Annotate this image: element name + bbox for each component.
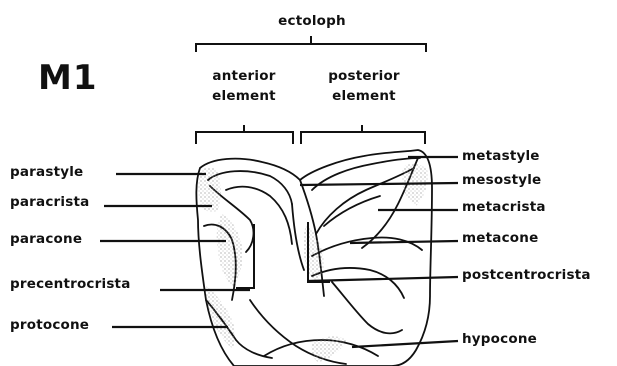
label-metacone: metacone xyxy=(462,230,538,246)
label-precentrocrista: precentrocrista xyxy=(10,276,131,292)
ectoloph-bracket xyxy=(196,36,426,52)
label-metastyle: metastyle xyxy=(462,148,540,164)
label-parastyle: parastyle xyxy=(10,164,83,180)
right-leader-lines xyxy=(300,157,458,347)
tooth-label: M1 xyxy=(38,58,98,98)
label-protocone: protocone xyxy=(10,317,89,333)
posterior-element-label: posterior element xyxy=(312,66,416,106)
posterior-element-bracket xyxy=(301,125,425,144)
label-paracone: paracone xyxy=(10,231,82,247)
label-postcentrocrista: postcentrocrista xyxy=(462,267,591,283)
label-hypocone: hypocone xyxy=(462,331,537,347)
label-metacrista: metacrista xyxy=(462,199,546,215)
label-paracrista: paracrista xyxy=(10,194,89,210)
label-mesostyle: mesostyle xyxy=(462,172,541,188)
anterior-element-label: anterior element xyxy=(196,66,292,106)
anterior-element-bracket xyxy=(196,125,293,144)
ectoloph-label: ectoloph xyxy=(272,13,352,29)
